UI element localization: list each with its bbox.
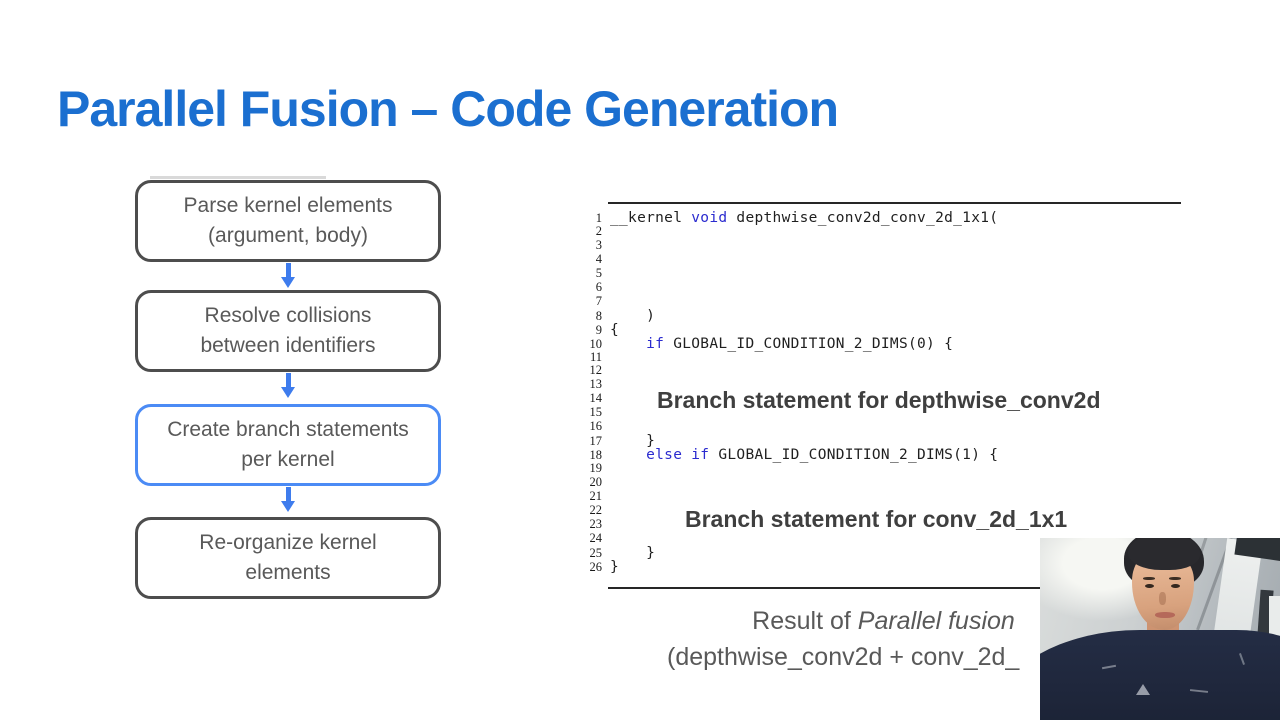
flow-step-label: Re-organize kernel elements [199, 531, 377, 584]
presenter-eyebrow [1143, 577, 1155, 580]
code-line: 25 } [585, 544, 1182, 561]
line-number: 25 [589, 545, 603, 560]
presenter-hair-fringe [1128, 538, 1200, 570]
line-number: 6 [595, 279, 602, 294]
code-line: 5 [585, 266, 1182, 280]
line-number: 17 [589, 434, 603, 449]
line-number: 10 [589, 336, 603, 351]
flowchart-ghost-line [150, 176, 326, 179]
code-line: 23 [585, 517, 1182, 531]
flow-step-parse-kernel-elements: Parse kernel elements (argument, body) [135, 180, 441, 262]
line-number: 9 [595, 322, 602, 337]
code-rule-top [608, 202, 1181, 204]
line-number: 14 [589, 391, 603, 406]
code-line: 9{ [585, 321, 1182, 338]
line-number: 3 [595, 237, 602, 252]
line-number: 4 [595, 251, 602, 266]
code-line: 26} [585, 558, 1182, 575]
caption-italic-term: Parallel fusion [857, 607, 1015, 635]
presenter-mouth [1155, 612, 1175, 618]
line-number: 13 [589, 377, 603, 392]
code-lines: 1 __kernel void depthwise_conv2d_conv_2d_… [585, 210, 1182, 575]
flow-step-label: Resolve collisions between identifiers [200, 304, 376, 357]
code-line: 20 [585, 475, 1182, 489]
line-number: 24 [589, 530, 603, 545]
line-number: 11 [589, 349, 602, 364]
line-number: 22 [589, 503, 603, 518]
code-line: 6 [585, 280, 1182, 294]
code-line: 3 [585, 238, 1182, 252]
source-text: else if GLOBAL_ID_CONDITION_2_DIMS(1) { [646, 447, 999, 464]
line-number: 15 [589, 405, 603, 420]
code-line: 15 [585, 405, 1182, 419]
presenter-eye [1145, 584, 1154, 588]
code-line: 16 [585, 419, 1182, 433]
shirt-logo [1136, 684, 1150, 695]
presenter-eyebrow [1169, 577, 1181, 580]
webcam-overlay [1040, 538, 1280, 720]
flow-step-reorganize-kernel-elements: Re-organize kernel elements [135, 517, 441, 599]
presenter-shirt [1040, 630, 1280, 720]
arrow-shaft [286, 487, 291, 503]
caption-line1: Result of Parallel fusion [585, 607, 1182, 636]
caption-line2: (depthwise_conv2d + conv_2d_ [667, 643, 1020, 671]
presenter-eye [1171, 584, 1180, 588]
code-line: 19 [585, 461, 1182, 475]
line-number: 8 [595, 308, 602, 323]
code-line: 14 [585, 391, 1182, 405]
line-number: 21 [589, 489, 603, 504]
caption-prefix: Result of [752, 607, 858, 635]
code-line: 21 [585, 489, 1182, 503]
code-line: 17 } [585, 433, 1182, 450]
source-text: ) [610, 307, 656, 324]
code-line: 4 [585, 252, 1182, 266]
code-line: 22 [585, 503, 1182, 517]
line-number: 16 [589, 419, 603, 434]
line-number: 1 [595, 211, 602, 225]
line-number: 5 [595, 265, 602, 280]
source-text: { [610, 321, 620, 338]
annotation-branch-depthwise-conv2d: Branch statement for depthwise_conv2d [657, 387, 1101, 413]
source-text: if GLOBAL_ID_CONDITION_2_DIMS(0) { [646, 335, 954, 352]
code-line: 10 if GLOBAL_ID_CONDITION_2_DIMS(0) { [585, 335, 1182, 352]
code-line: 24 [585, 531, 1182, 545]
code-line: 13 [585, 377, 1182, 391]
source-text: } [610, 558, 620, 575]
line-number: 20 [589, 475, 603, 490]
line-number: 18 [589, 448, 603, 463]
source-text: __kernel void depthwise_conv2d_conv_2d_1… [610, 210, 999, 226]
code-line: 2 [585, 224, 1182, 238]
code-line: 11 [585, 350, 1182, 364]
code-line: 12 [585, 363, 1182, 377]
line-number: 23 [589, 516, 603, 531]
code-line: 1 __kernel void depthwise_conv2d_conv_2d_… [585, 210, 1182, 226]
annotation-branch-conv-2d-1x1: Branch statement for conv_2d_1x1 [685, 506, 1068, 532]
source-text: } [610, 433, 656, 450]
line-number: 2 [595, 223, 602, 238]
slide-title: Parallel Fusion – Code Generation [57, 81, 839, 137]
line-number: 7 [595, 293, 602, 308]
flow-step-create-branch-statements: Create branch statements per kernel [135, 404, 441, 486]
arrow-head [281, 277, 295, 288]
presenter-nose [1159, 592, 1166, 605]
flow-step-label: Create branch statements per kernel [167, 418, 409, 471]
flow-step-resolve-collisions: Resolve collisions between identifiers [135, 290, 441, 372]
line-number: 26 [589, 559, 603, 574]
arrow-shaft [286, 373, 291, 389]
line-number: 19 [589, 461, 603, 476]
flow-step-label: Parse kernel elements (argument, body) [183, 194, 393, 247]
code-rule-bottom [608, 587, 1181, 589]
code-line: 18 else if GLOBAL_ID_CONDITION_2_DIMS(1)… [585, 447, 1182, 464]
line-number: 12 [589, 363, 603, 378]
arrow-head [281, 501, 295, 512]
code-line: 7 [585, 294, 1182, 308]
code-line: 8 ) [585, 307, 1182, 324]
arrow-head [281, 387, 295, 398]
source-text: } [610, 544, 656, 561]
arrow-shaft [286, 263, 291, 279]
